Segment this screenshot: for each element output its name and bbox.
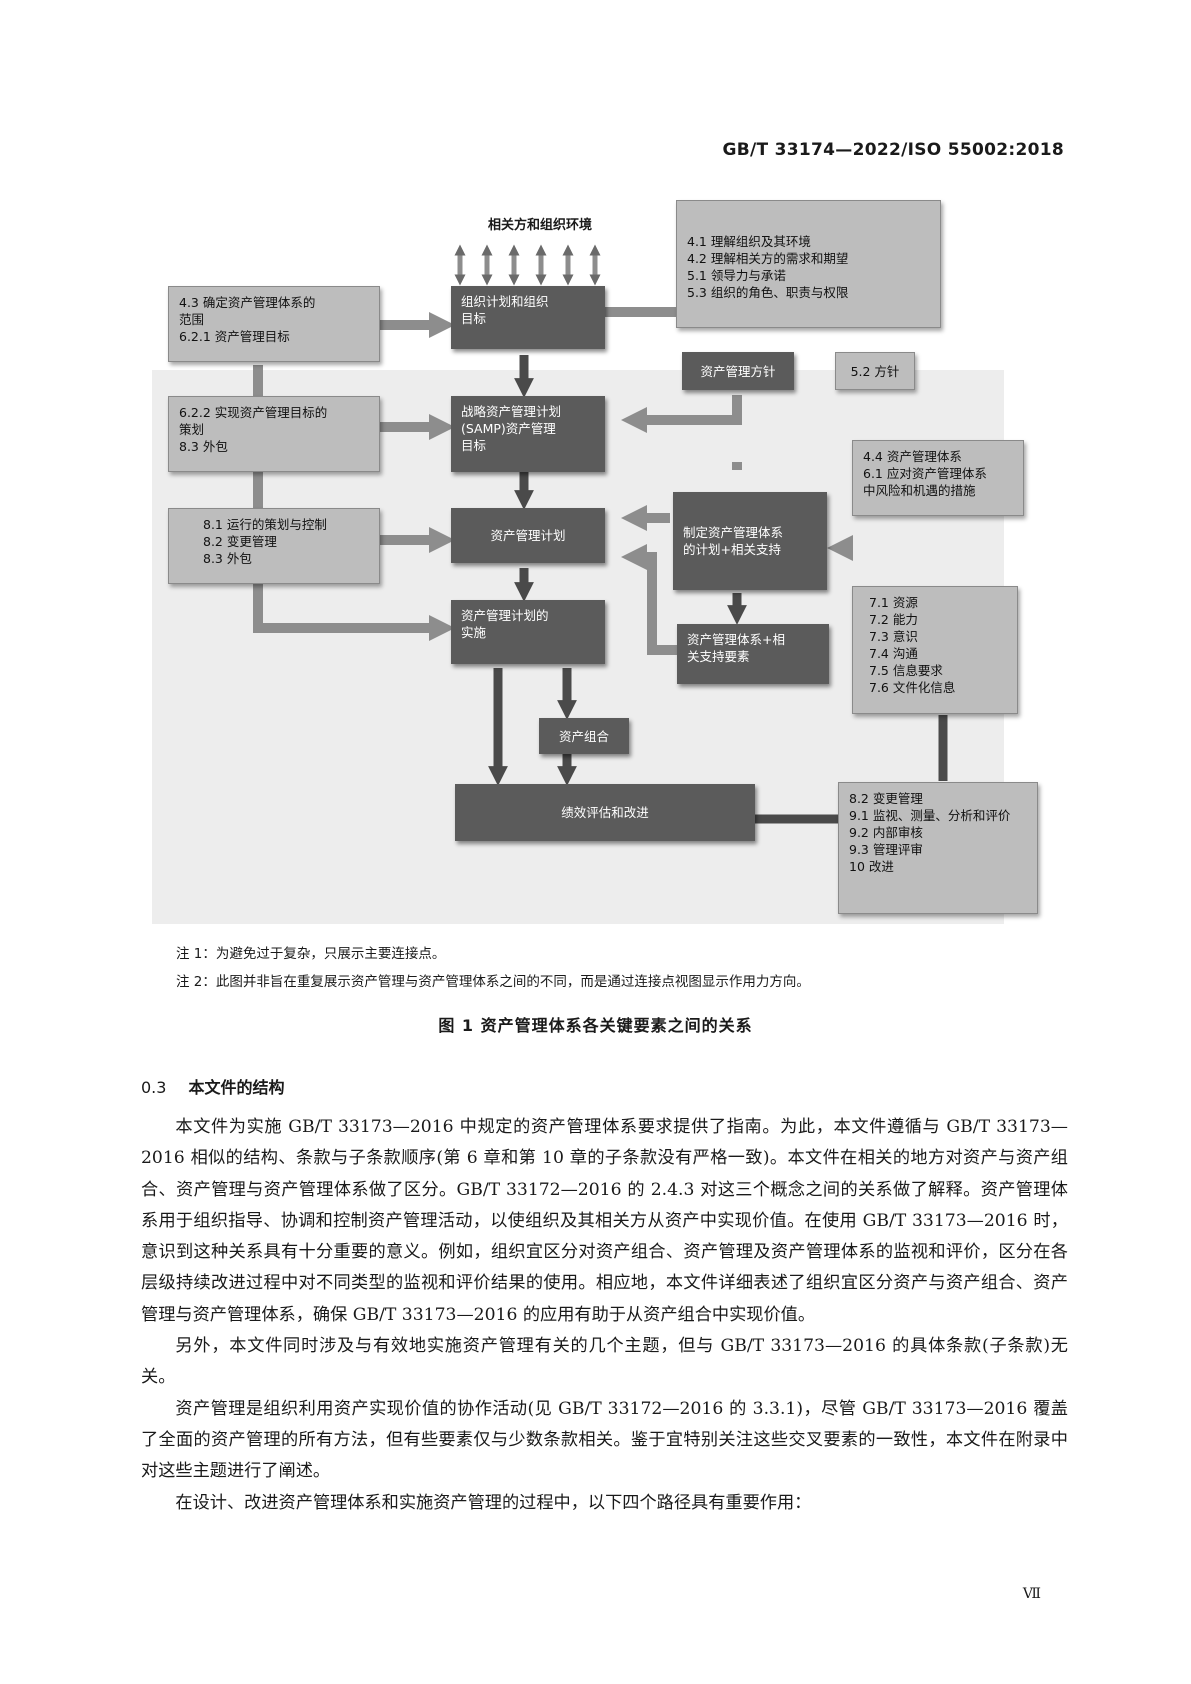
- note-1: 注 1：为避免过于复杂，只展示主要连接点。: [176, 946, 446, 962]
- box-am-plan: 资产管理计划: [451, 508, 605, 563]
- box-portfolio: 资产组合: [539, 718, 629, 754]
- box-ref-support: 7.1 资源 7.2 能力 7.3 意识 7.4 沟通 7.5 信息要求 7.6…: [852, 586, 1018, 714]
- page-number: Ⅶ: [1022, 1586, 1041, 1602]
- env-label: 相关方和组织环境: [487, 218, 592, 233]
- box-ref-eval: 8.2 变更管理 9.1 监视、测量、分析和评价 9.2 内部审核 9.3 管理…: [838, 782, 1038, 914]
- section-number: 0.3: [141, 1078, 167, 1097]
- box-policy-ref: 5.2 方针: [835, 352, 915, 390]
- paragraph: 在设计、改进资产管理体系和实施资产管理的过程中，以下四个路径具有重要作用：: [175, 1492, 812, 1513]
- box-ref-scope: 4.3 确定资产管理体系的 范围 6.2.1 资产管理目标: [168, 286, 380, 362]
- box-ref-context: 4.1 理解组织及其环境 4.2 理解相关方的需求和期望 5.1 领导力与承诺 …: [676, 200, 941, 328]
- paragraph: 本文件为实施 GB/T 33173—2016 中规定的资产管理体系要求提供了指南…: [141, 1117, 1068, 1325]
- paragraph: 另外，本文件同时涉及与有效地实施资产管理有关的几个主题，但与 GB/T 3317…: [141, 1336, 1068, 1388]
- env-double-arrows: [454, 244, 601, 286]
- box-ams-plan: 制定资产管理体系 的计划+相关支持: [673, 492, 827, 590]
- body-text: 本文件为实施 GB/T 33173—2016 中规定的资产管理体系要求提供了指南…: [141, 1112, 1068, 1519]
- box-ref-planning: 6.2.2 实现资产管理目标的 策划 8.3 外包: [168, 396, 380, 472]
- note-2: 注 2：此图并非旨在重复展示资产管理与资产管理体系之间的不同，而是通过连接点视图…: [176, 974, 810, 990]
- figure-caption: 图 1 资产管理体系各关键要素之间的关系: [438, 1016, 753, 1035]
- box-org-plan: 组织计划和组织 目标: [451, 286, 605, 349]
- section-title: 本文件的结构: [188, 1078, 285, 1097]
- paragraph: 资产管理是组织利用资产实现价值的协作活动(见 GB/T 33172—2016 的…: [141, 1398, 1068, 1482]
- box-ref-risk: 4.4 资产管理体系 6.1 应对资产管理体系 中风险和机遇的措施: [852, 440, 1024, 516]
- box-ref-operation: 8.1 运行的策划与控制 8.2 变更管理 8.3 外包: [168, 508, 380, 584]
- box-implementation: 资产管理计划的 实施: [451, 600, 605, 664]
- box-samp: 战略资产管理计划 (SAMP)资产管理 目标: [451, 396, 605, 472]
- standard-code: GB/T 33174—2022/ISO 55002:2018: [722, 140, 1064, 160]
- box-policy: 资产管理方针: [682, 352, 794, 390]
- box-performance: 绩效评估和改进: [455, 784, 755, 841]
- box-ams-support: 资产管理体系+相 关支持要素: [677, 624, 829, 684]
- section-heading: 0.3 本文件的结构: [141, 1074, 284, 1098]
